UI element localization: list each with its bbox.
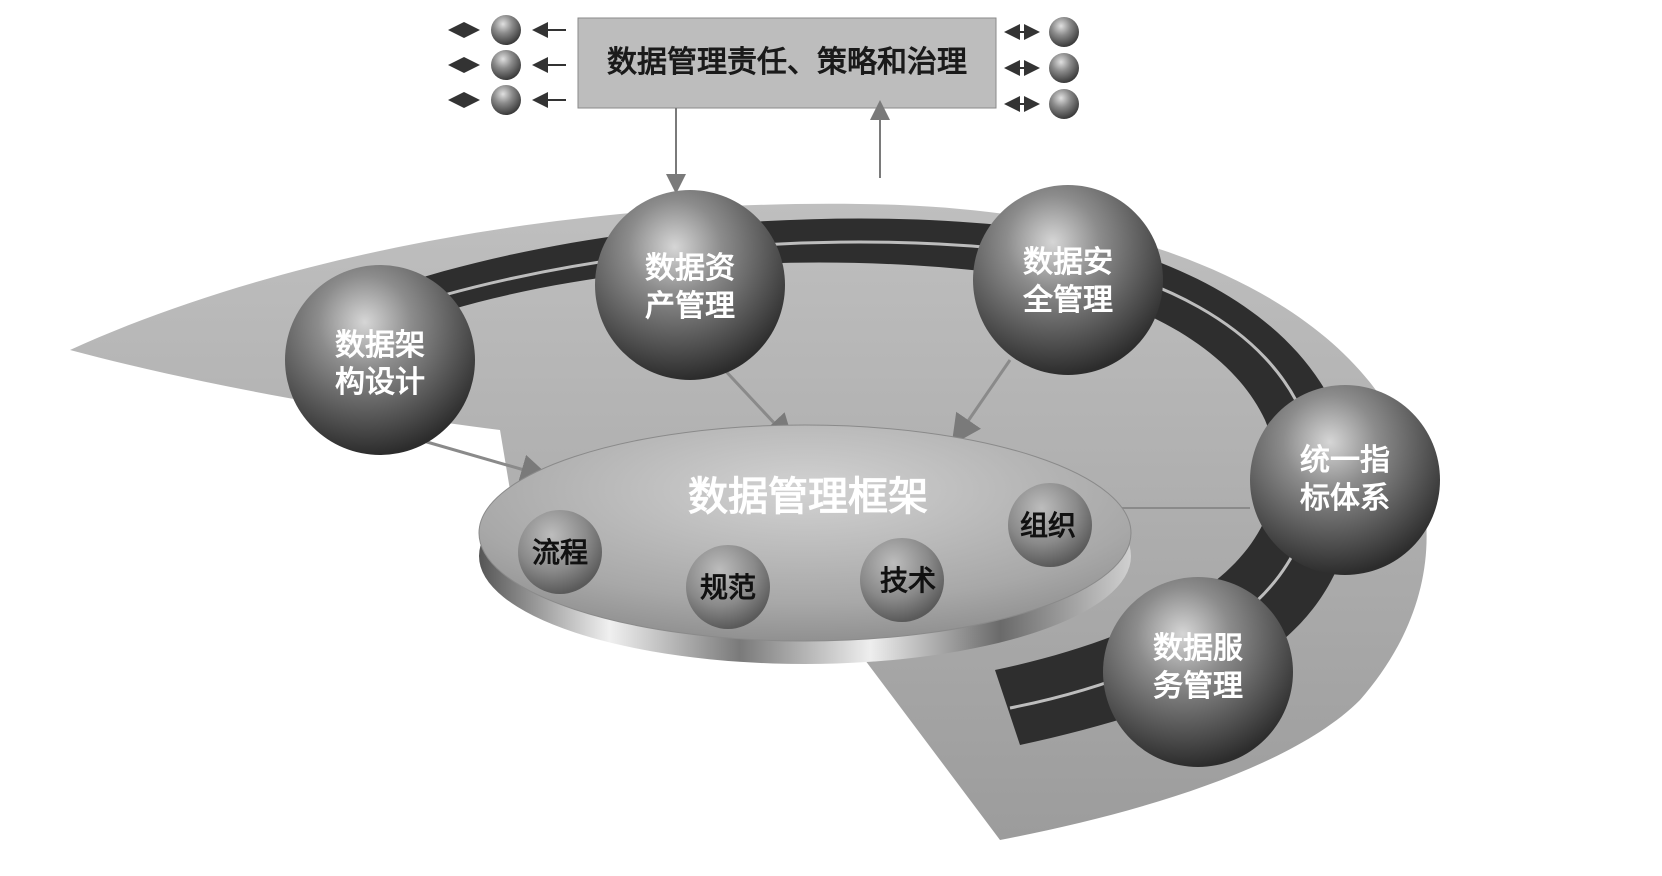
framework-title: 数据管理框架 [688,474,928,520]
framework-disc: 数据管理框架 流程 规范 技术 组织 [479,425,1131,664]
technology-label: 技术 [880,564,936,597]
security-line1: 数据安 [1023,245,1113,280]
left-stakeholders [450,15,566,115]
architecture-line2: 构设计 [335,365,425,400]
process-label: 流程 [532,536,588,569]
framework-element-technology: 技术 [860,538,944,622]
metrics-line1: 统一指 [1300,443,1390,478]
framework-element-process: 流程 [518,510,602,594]
stakeholder-sphere [491,15,521,45]
security-line2: 全管理 [1022,283,1113,318]
stakeholder-sphere [491,50,521,80]
right-stakeholders [1006,17,1079,119]
asset-line2: 产管理 [645,289,735,324]
standard-label: 规范 [700,571,756,604]
stakeholder-sphere [1049,17,1079,47]
organization-label: 组织 [1020,509,1076,542]
service-line1: 数据服 [1153,631,1244,666]
metrics-line2: 标体系 [1300,481,1390,516]
domain-asset: 数据资 产管理 [595,190,785,380]
governance-group: 数据管理责任、策略和治理 [450,15,1079,190]
domain-security: 数据安 全管理 [973,185,1163,375]
domain-architecture: 数据架 构设计 [285,265,475,455]
framework-element-organization: 组织 [1008,483,1092,567]
stakeholder-sphere [1049,89,1079,119]
stakeholder-sphere [491,85,521,115]
asset-line1: 数据资 [645,251,735,286]
framework-element-standard: 规范 [686,545,770,629]
architecture-line1: 数据架 [335,328,425,363]
stakeholder-sphere [1049,53,1079,83]
service-line2: 务管理 [1153,669,1243,704]
domain-service: 数据服 务管理 [1103,577,1293,767]
governance-title: 数据管理责任、策略和治理 [607,45,967,80]
domain-metrics: 统一指 标体系 [1250,385,1440,575]
